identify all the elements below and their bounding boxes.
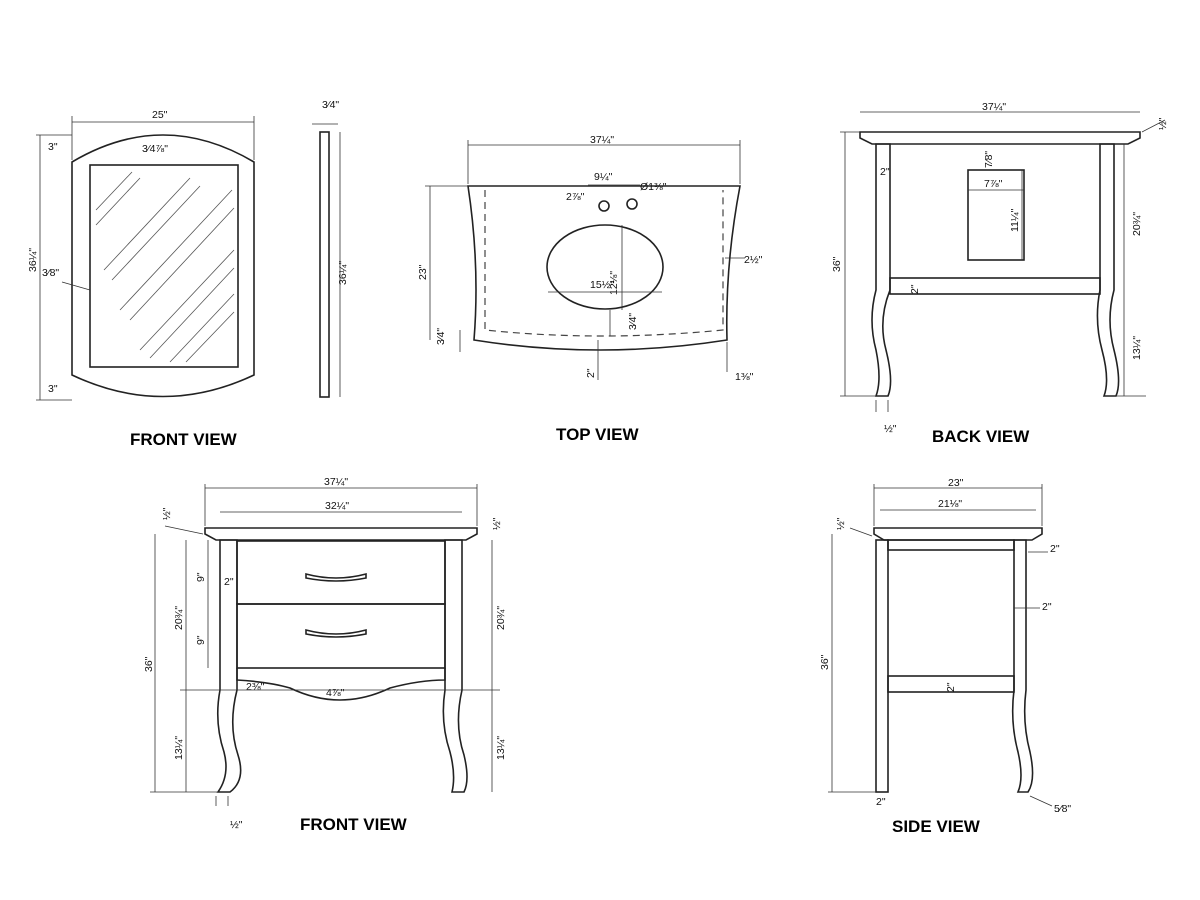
back-apron-height-dim: 20¾" — [1131, 212, 1143, 236]
front-overall-height-dim: 36" — [143, 656, 155, 672]
front-right-leg — [442, 539, 468, 793]
side-view: 23" 21⅛" ½" 2" 2" 36" 2" 2" 5⁄8" — [819, 477, 1071, 815]
handle-hole — [626, 198, 638, 210]
side-foot-dim: 5⁄8" — [1054, 803, 1071, 815]
side-back-leg — [875, 539, 889, 793]
drawer-top-handle — [305, 572, 367, 582]
side-overhang-dim: 2½" — [744, 254, 763, 266]
mirror-top-border-dim: 3" — [48, 141, 58, 153]
vanity-front-view: 37¼" 32¼" ½" ½" 9" 9" 2" 20¾" 20¾" 36" 2… — [143, 476, 507, 831]
opening-top-dim: 7⁄8" — [983, 151, 995, 168]
back-width-dim: 37¼" — [982, 101, 1006, 113]
drawer1-height-dim: 9" — [195, 572, 207, 582]
hole-diameter-dim: Ø1⅜" — [640, 181, 667, 193]
back-shelf — [889, 277, 1101, 295]
mirror-glass-inset-dim: 3⁄8" — [42, 267, 59, 279]
mirror-width-dim: 25" — [152, 109, 168, 121]
back-leg-width-dim: 2" — [880, 166, 890, 178]
side-leg-dim: 2" — [1042, 601, 1052, 613]
mirror-glass-reflection — [95, 171, 235, 363]
top-depth-dim: 23" — [417, 264, 429, 280]
mirror-side-view: 3⁄4" 36¼" — [312, 99, 349, 398]
front-skirt — [236, 668, 446, 701]
mirror-thickness-dim: 3⁄4" — [322, 99, 339, 111]
front-countertop — [204, 527, 478, 541]
sink-bowl — [546, 224, 664, 310]
mirror-front-title: FRONT VIEW — [130, 430, 238, 449]
opening-height-dim: 11¼" — [1009, 208, 1021, 232]
top-view-title: TOP VIEW — [556, 425, 639, 444]
drawer-top — [236, 540, 446, 605]
bowl-front-dim: 3⁄4" — [627, 313, 639, 330]
front-leg-left-dim: 13¼" — [173, 736, 185, 760]
side-view-title: SIDE VIEW — [892, 817, 981, 836]
back-view-title: BACK VIEW — [932, 427, 1030, 446]
mirror-frame-outer — [71, 134, 255, 398]
mirror-front-view: 25" 3" 3⁄4⅞" 36¼" 3⁄8" 3" — [27, 109, 255, 401]
side-front-leg — [1011, 539, 1034, 793]
back-leg-height-dim: 13¼" — [1131, 336, 1143, 360]
top-width-dim: 37¼" — [590, 134, 614, 146]
back-view: 37¼" ½" 2" 7⁄8" 7⅞" 11¼" 20¾" 36" 2" 13¼… — [831, 101, 1169, 435]
side-top-rail — [887, 539, 1015, 551]
mirror-arch-dim: 3⁄4⅞" — [142, 143, 168, 155]
bowl-depth-dim: 12⅛" — [608, 271, 620, 295]
front-apron-left-dim: 20¾" — [173, 606, 185, 630]
front-skirt-center-dim: 4⅞" — [326, 687, 345, 699]
faucet-offset-dim: 9¼" — [594, 171, 613, 183]
mirror-side-height-dim: 36¼" — [337, 261, 349, 285]
side-stretcher-dim: 2" — [945, 682, 957, 692]
side-rail-dim: 2" — [1050, 543, 1060, 555]
mirror-glass — [89, 164, 239, 368]
side-countertop — [873, 527, 1043, 541]
front-apron-right-dim: 20¾" — [495, 606, 507, 630]
front-top-thickness-right-dim: ½" — [491, 517, 503, 530]
opening-width-dim: 7⅞" — [984, 178, 1003, 190]
drawer-bottom-handle — [305, 628, 367, 638]
back-shelf-dim: 2" — [909, 284, 921, 294]
front-view-title: FRONT VIEW — [300, 815, 408, 834]
front-overhang-dim: 3⁄4" — [435, 328, 447, 345]
mirror-height-dim: 36¼" — [27, 248, 39, 272]
plumbing-opening — [967, 169, 1025, 261]
side-inner-depth-dim: 21⅛" — [938, 498, 962, 510]
back-right-leg — [1096, 143, 1120, 397]
side-top-thickness-dim: ½" — [835, 517, 847, 530]
drawer-bottom — [236, 603, 446, 669]
back-top-thickness-dim: ½" — [1157, 117, 1169, 130]
hole-position-dim: 2⅞" — [566, 191, 585, 203]
side-depth-dim: 23" — [948, 477, 964, 489]
back-countertop — [859, 131, 1141, 145]
back-overall-height-dim: 36" — [831, 256, 843, 272]
mirror-bottom-border-dim: 3" — [48, 383, 58, 395]
front-inner-width-dim: 32¼" — [325, 500, 349, 512]
side-leg-bottom-dim: 2" — [876, 796, 886, 808]
top-view: 37¼" 9¼" Ø1⅜" 2⅞" 23" 12⅛" 15½" 2½" 3⁄4"… — [417, 134, 763, 383]
corner-dim: 1⅜" — [735, 371, 754, 383]
front-edge-dim: 2" — [585, 368, 597, 378]
countertop-outline — [467, 185, 741, 351]
side-overall-height-dim: 36" — [819, 654, 831, 670]
front-top-thickness-dim: ½" — [161, 507, 173, 520]
mirror-side-profile — [319, 131, 330, 398]
back-foot-dim: ½" — [884, 423, 897, 435]
front-left-leg — [216, 539, 242, 793]
front-leg-right-dim: 13¼" — [495, 736, 507, 760]
back-left-leg — [871, 143, 892, 397]
front-foot-dim: ½" — [230, 819, 243, 831]
front-width-dim: 37¼" — [324, 476, 348, 488]
faucet-hole — [598, 200, 610, 212]
front-stile-dim: 2" — [224, 576, 234, 588]
side-stretcher — [887, 675, 1015, 693]
cabinet-outline-hidden — [484, 190, 724, 337]
bowl-width-dim: 15½" — [590, 279, 614, 291]
front-skirt-side-dim: 2⅜" — [246, 681, 265, 693]
drawer2-height-dim: 9" — [195, 635, 207, 645]
